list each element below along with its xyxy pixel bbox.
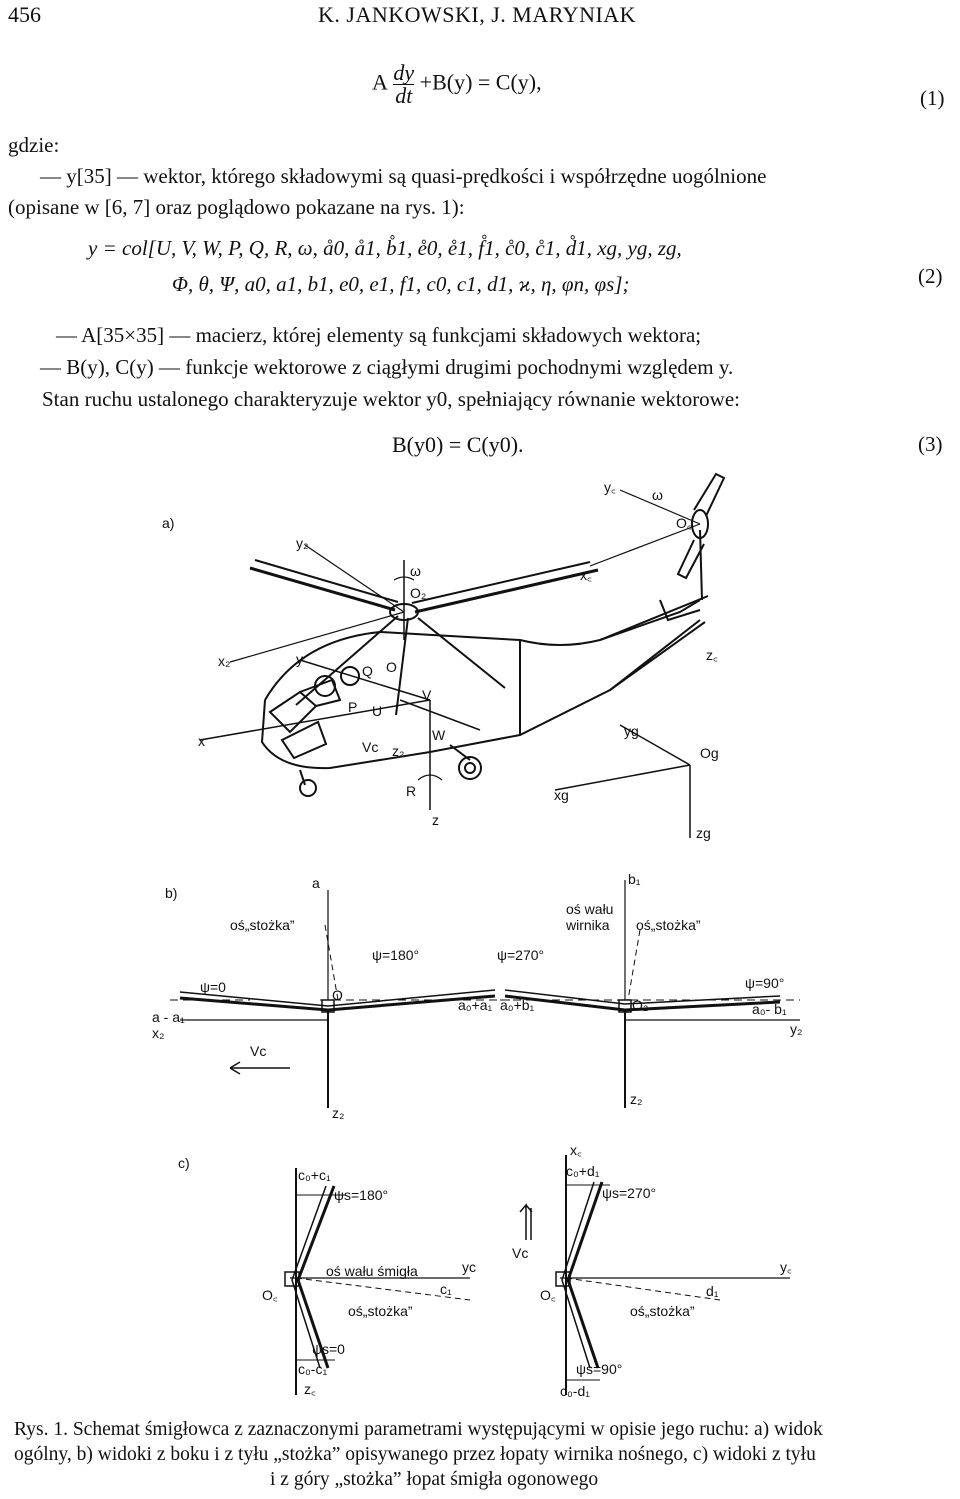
svg-text:W: W bbox=[432, 727, 446, 743]
steady-state-text: Stan ruchu ustalonego charakteryzuje wek… bbox=[42, 387, 741, 411]
svg-text:O꜀: O꜀ bbox=[540, 1287, 556, 1303]
gdzie-label: gdzie: bbox=[8, 133, 60, 157]
panel-c-label: c) bbox=[178, 1155, 190, 1171]
svg-text:wirnika: wirnika bbox=[565, 917, 610, 933]
svg-text:ψs=0: ψs=0 bbox=[312, 1341, 345, 1357]
svg-text:c₀-c₁: c₀-c₁ bbox=[298, 1361, 327, 1377]
rotor-cone-side-view bbox=[170, 880, 800, 1108]
svg-text:z₂: z₂ bbox=[332, 1105, 344, 1121]
svg-text:ψs=270°: ψs=270° bbox=[602, 1185, 656, 1201]
svg-text:Vc: Vc bbox=[250, 1043, 266, 1059]
svg-text:d₁: d₁ bbox=[706, 1283, 719, 1299]
running-header: K. JANKOWSKI, J. MARYNIAK bbox=[318, 2, 637, 27]
equation-2-number: (2) bbox=[918, 264, 943, 288]
svg-text:a₀- b₁: a₀- b₁ bbox=[752, 1001, 787, 1017]
svg-text:z: z bbox=[432, 812, 439, 828]
svg-text:Vc: Vc bbox=[512, 1245, 528, 1261]
svg-text:x꜀: x꜀ bbox=[570, 1142, 582, 1158]
definition-A: — A[35×35] — macierz, której elementy są… bbox=[56, 323, 702, 347]
svg-text:Og: Og bbox=[700, 745, 719, 761]
svg-text:b₁: b₁ bbox=[628, 871, 641, 887]
svg-text:ψs=90°: ψs=90° bbox=[576, 1361, 622, 1377]
svg-text:O꜀: O꜀ bbox=[676, 515, 692, 531]
helicopter-drawing bbox=[199, 472, 726, 838]
svg-text:c₀+c₁: c₀+c₁ bbox=[298, 1167, 331, 1183]
svg-text:c₀+d₁: c₀+d₁ bbox=[566, 1163, 600, 1179]
page-number: 456 bbox=[8, 2, 41, 27]
svg-text:oś„stożka”: oś„stożka” bbox=[636, 917, 701, 933]
figure-caption-line2: ogólny, b) widoki z boku i z tyłu „stożk… bbox=[14, 1444, 816, 1465]
svg-text:z₂: z₂ bbox=[630, 1091, 642, 1107]
svg-text:c₁: c₁ bbox=[440, 1281, 452, 1297]
svg-text:a - a₁: a - a₁ bbox=[152, 1009, 185, 1025]
svg-text:ψ=0: ψ=0 bbox=[200, 979, 226, 995]
svg-text:yg: yg bbox=[624, 723, 639, 739]
svg-text:x₂: x₂ bbox=[152, 1025, 164, 1041]
svg-text:ψ=180°: ψ=180° bbox=[372, 947, 419, 963]
svg-text:O: O bbox=[332, 987, 343, 1003]
svg-text:ψs=180°: ψs=180° bbox=[334, 1187, 388, 1203]
svg-text:O꜀: O꜀ bbox=[262, 1287, 278, 1303]
svg-text:a₀+a₁: a₀+a₁ bbox=[458, 997, 493, 1013]
svg-text:U: U bbox=[372, 703, 382, 719]
equation-2-line1: y = col[U, V, W, P, Q, R, ω, å0, å1, b̊1… bbox=[88, 236, 682, 260]
svg-text:zg: zg bbox=[696, 825, 711, 841]
panel-b-label: b) bbox=[165, 885, 177, 901]
definition-y: — y[35] — wektor, którego składowymi są … bbox=[40, 164, 767, 188]
svg-text:c₀-d₁: c₀-d₁ bbox=[560, 1383, 590, 1399]
equation-1: A dy dt +B(y) = C(y), bbox=[372, 60, 542, 108]
equation-1-number: (1) bbox=[920, 86, 945, 110]
svg-text:y₂: y₂ bbox=[790, 1021, 802, 1037]
svg-text:ψ=270°: ψ=270° bbox=[497, 947, 544, 963]
svg-text:x: x bbox=[198, 733, 205, 749]
svg-text:ψ=90°: ψ=90° bbox=[745, 975, 784, 991]
svg-text:y꜀: y꜀ bbox=[604, 479, 616, 495]
svg-text:Vc: Vc bbox=[362, 739, 378, 755]
svg-text:O₂: O₂ bbox=[632, 997, 648, 1013]
definition-B: — B(y), C(y) — funkcje wektorowe z ciągł… bbox=[40, 355, 734, 379]
svg-text:y₂: y₂ bbox=[296, 535, 308, 551]
svg-text:a₀+b₁: a₀+b₁ bbox=[500, 997, 535, 1013]
tail-rotor-cone-views bbox=[284, 1155, 790, 1395]
equation-2-line2: Φ, θ, Ψ, a0, a1, b1, e0, e1, f1, c0, c1,… bbox=[172, 272, 630, 296]
svg-text:P: P bbox=[348, 699, 357, 715]
panel-b-labels: a oś„stożka” ψ=180° ψ=270° ψ=0 a - a₁ x₂… bbox=[152, 871, 802, 1121]
svg-text:O: O bbox=[386, 659, 397, 675]
svg-text:xg: xg bbox=[554, 787, 569, 803]
svg-text:z꜀: z꜀ bbox=[304, 1381, 316, 1397]
svg-text:V: V bbox=[422, 687, 432, 703]
panel-a-label: a) bbox=[162, 515, 174, 531]
svg-text:ω: ω bbox=[410, 563, 421, 579]
svg-text:Q: Q bbox=[362, 663, 373, 679]
svg-text:y: y bbox=[296, 651, 303, 667]
svg-text:z꜀: z꜀ bbox=[706, 647, 718, 663]
panel-a-labels: y₂ ω O₂ x₂ y Q O V P U W Vc z₂ x R z y꜀ … bbox=[198, 479, 719, 841]
svg-text:oś wału śmigła: oś wału śmigła bbox=[326, 1263, 418, 1279]
svg-text:z₂: z₂ bbox=[392, 743, 404, 759]
svg-text:O₂: O₂ bbox=[410, 585, 426, 601]
equation-3: B(y0) = C(y0). bbox=[392, 432, 524, 457]
svg-text:oś„stożka”: oś„stożka” bbox=[630, 1303, 695, 1319]
svg-text:R: R bbox=[406, 783, 416, 799]
definition-y-cont: (opisane w [6, 7] oraz poglądowo pokazan… bbox=[8, 195, 465, 219]
svg-text:y꜀: y꜀ bbox=[780, 1259, 792, 1275]
svg-text:oś wału: oś wału bbox=[566, 901, 613, 917]
svg-text:yc: yc bbox=[462, 1259, 476, 1275]
equation-3-number: (3) bbox=[918, 432, 943, 456]
svg-text:a: a bbox=[312, 875, 320, 891]
svg-text:x꜀: x꜀ bbox=[580, 567, 592, 583]
svg-text:ω: ω bbox=[652, 487, 663, 503]
panel-c-labels: c₀+c₁ ψs=180° oś wału śmigła yc O꜀ c₁ oś… bbox=[262, 1142, 792, 1399]
figure-caption-line1: Rys. 1. Schemat śmigłowca z zaznaczonymi… bbox=[14, 1419, 823, 1440]
svg-text:oś„stożka”: oś„stożka” bbox=[348, 1303, 413, 1319]
figure-caption-line3: i z góry „stożka” łopat śmigła ogonowego bbox=[270, 1469, 599, 1490]
svg-text:x₂: x₂ bbox=[218, 653, 230, 669]
svg-text:oś„stożka”: oś„stożka” bbox=[230, 917, 295, 933]
